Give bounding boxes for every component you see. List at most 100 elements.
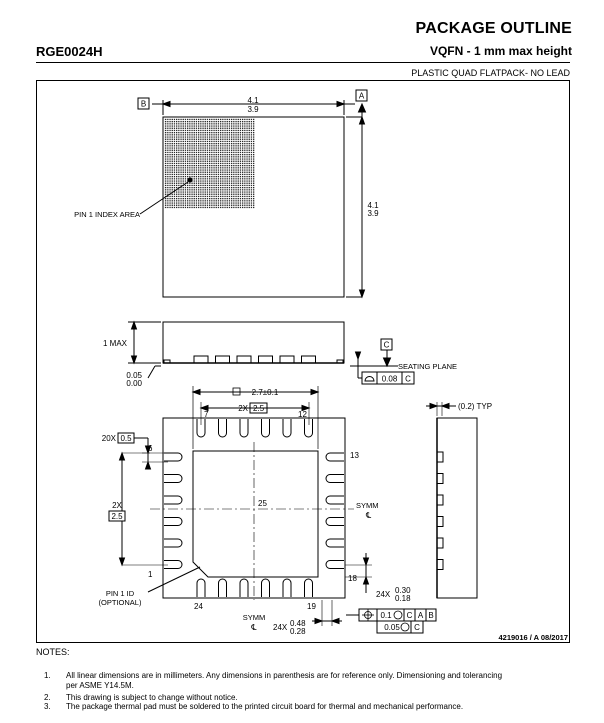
left-pad [164, 474, 183, 483]
fcf1-datum-b: B [428, 611, 433, 620]
mmc-symbol-1-icon [393, 610, 403, 620]
lead-width-arrow-left [314, 617, 324, 625]
right-lead [436, 473, 444, 484]
width-arrow-right [336, 100, 346, 108]
pin-pitch-count: 20X [102, 434, 117, 443]
page-title: PACKAGE OUTLINE [415, 20, 572, 37]
pitch-top-count: 2X [238, 404, 248, 413]
center-pin-label: 25 [258, 499, 267, 508]
height-arrow-top [358, 115, 366, 125]
right-lead [436, 537, 444, 549]
drawing-number: 4219016 / A 08/2017 [498, 633, 568, 642]
lead-length-arrow-bottom [362, 575, 370, 585]
width-max: 4.1 [247, 96, 259, 105]
side-leads [163, 355, 344, 364]
pin-12-label: 12 [298, 410, 307, 419]
pin-pitch-arrow-2 [144, 460, 152, 470]
pitch-left-arrow-bottom [118, 557, 126, 567]
side-view-body [162, 321, 345, 364]
standoff-min: 0.00 [126, 379, 142, 388]
symm-bottom-centerline: ℄ [250, 623, 257, 632]
side-lead [279, 355, 295, 364]
left-pad [164, 517, 183, 526]
right-pad [325, 474, 344, 483]
lead-width-max: 0.48 [290, 619, 306, 628]
pin1-dot [187, 177, 193, 183]
note-3-number: 3. [44, 702, 51, 711]
note-2: 2.This drawing is subject to change with… [44, 693, 564, 703]
pitch-left-box [108, 510, 126, 522]
side-lead [258, 355, 273, 364]
header-rule [36, 62, 570, 63]
top-pad [218, 419, 227, 438]
pin-13-label: 13 [350, 451, 359, 460]
datum-b-label: B [141, 100, 146, 109]
lead-length-min: 0.18 [395, 594, 411, 603]
pin1-id-label: PIN 1 ID [106, 589, 135, 598]
pitch-left-arrow-top [118, 451, 126, 461]
bottom-view [108, 386, 437, 634]
pitch-left-count: 2X [112, 501, 122, 510]
right-pad [325, 495, 344, 505]
note-1-line1: All linear dimensions are in millimeters… [66, 671, 503, 680]
datum-b-box [137, 97, 150, 110]
right-leads [436, 451, 444, 570]
pad-size-value: 2.7±0.1 [252, 388, 279, 397]
pitch-top-value: 2.5 [253, 404, 265, 413]
lead-length-arrow-top [362, 557, 370, 567]
package-subtitle: VQFN - 1 mm max height [429, 44, 572, 58]
top-view-body [162, 116, 345, 298]
side-view [128, 320, 415, 385]
left-pad [164, 452, 183, 462]
bottom-pad [304, 578, 313, 597]
height-arrow-bottom [358, 289, 366, 299]
seating-plane-label: SEATING PLANE [398, 362, 457, 371]
right-lead [436, 494, 444, 506]
top-pad [239, 419, 249, 438]
pitch-top-arrow-left [199, 404, 209, 412]
side-corner-lead [336, 359, 344, 364]
left-pad [164, 495, 183, 505]
right-pad [325, 517, 344, 526]
note-3-text: The package thermal pad must be soldered… [66, 702, 464, 711]
pin1-id-leader [147, 566, 201, 593]
pin-pitch-value: 0.5 [120, 434, 132, 443]
standoff-leader [147, 365, 156, 379]
right-lead [436, 559, 444, 570]
pin1-index-area [164, 118, 255, 209]
bottom-pad [196, 578, 206, 597]
lead-width-arrow-right [330, 617, 340, 625]
typ-arrow-left [429, 402, 439, 410]
pin-pitch-arrow-1 [144, 445, 152, 455]
flatness-datum: C [405, 375, 411, 384]
standoff-max: 0.05 [126, 371, 142, 380]
left-pad [164, 538, 183, 548]
side-lead [215, 355, 230, 364]
pin1-id-optional: (OPTIONAL) [99, 598, 142, 607]
right-lead [436, 451, 444, 463]
right-pad [325, 560, 344, 569]
bottom-pad [239, 578, 249, 597]
flatness-frame [361, 371, 415, 385]
flatness-value: 0.08 [382, 375, 398, 384]
fcf2-frame [376, 620, 424, 634]
bottom-pad [261, 578, 270, 597]
datum-a-label: A [359, 92, 365, 101]
datum-a-box [355, 89, 368, 102]
side-view-right-body [436, 417, 478, 599]
bottom-pad [218, 578, 227, 597]
thermal-pad [192, 450, 319, 578]
right-pad [325, 538, 344, 548]
pad-arrow-left [191, 388, 201, 396]
side-corner-lead [163, 359, 171, 364]
note-3: 3. The package thermal pad must be solder… [44, 702, 564, 712]
max-arrow-top [130, 320, 138, 330]
flatness-arrow [354, 351, 362, 361]
fcf1-value: 0.1 [380, 611, 392, 620]
pin1-index-label: PIN 1 INDEX AREA [74, 210, 140, 219]
right-lead [436, 516, 444, 527]
pitch-left-value: 2.5 [111, 512, 123, 521]
side-lead [236, 355, 252, 364]
flatness-icon [364, 376, 375, 382]
